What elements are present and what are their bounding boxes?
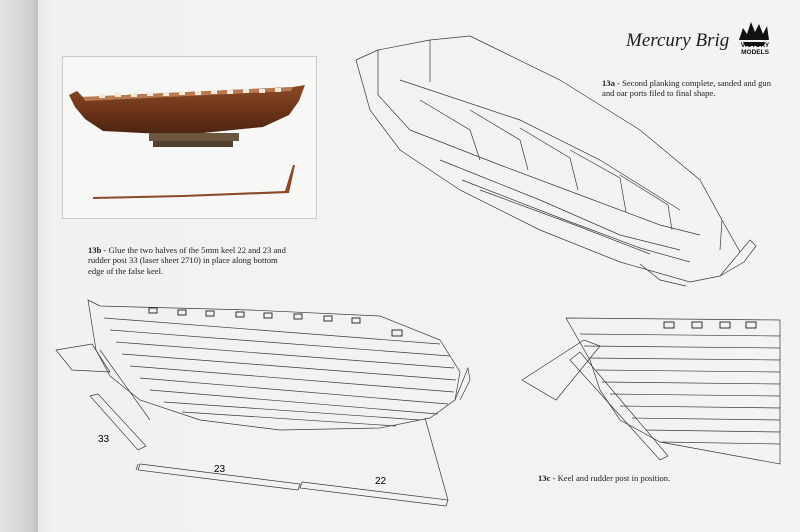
hull-photo-image — [69, 85, 305, 199]
caption-13b-id: 13b — [88, 245, 102, 255]
hull-drawing-13b — [55, 299, 471, 507]
part-label-23: 23 — [214, 464, 226, 475]
caption-13b: 13b - Glue the two halves of the 5mm kee… — [88, 245, 286, 276]
caption-13a: 13a - Second planking complete, sanded a… — [602, 78, 771, 99]
victory-models-logo-icon — [739, 22, 769, 46]
caption-13c-text: Keel and rudder post in position. — [557, 473, 671, 483]
caption-13a-id: 13a — [602, 78, 615, 88]
caption-13c: 13c - Keel and rudder post in position. — [538, 473, 671, 483]
part-label-33: 33 — [98, 434, 110, 445]
caption-13b-text: Glue the two halves of the 5mm keel 22 a… — [88, 245, 286, 276]
hull-photo — [62, 56, 317, 219]
caption-13c-id: 13c — [538, 473, 551, 483]
hull-drawing-13a — [355, 35, 757, 287]
caption-13a-text: Second planking complete, sanded and gun… — [602, 78, 771, 99]
page-title: Mercury Brig — [626, 30, 730, 51]
logo-text: VICTORY MODELS — [740, 42, 770, 56]
hull-drawing-13c — [521, 317, 781, 465]
left-page-edge — [0, 0, 38, 532]
part-label-22: 22 — [375, 476, 387, 487]
